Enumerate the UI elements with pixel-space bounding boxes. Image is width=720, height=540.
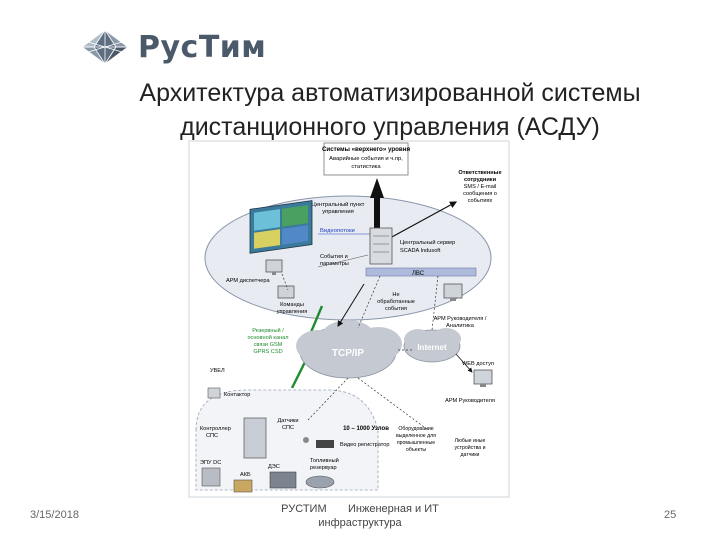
connection-lines bbox=[281, 273, 439, 431]
central-point-line-1: Центральный пункт bbox=[312, 201, 365, 208]
sms-arrow bbox=[389, 201, 458, 239]
footer-date: 3/15/2018 bbox=[30, 509, 79, 521]
web-access-label: WEB доступ bbox=[462, 361, 494, 367]
generator-icon bbox=[269, 471, 297, 489]
internet-label: Internet bbox=[417, 343, 447, 352]
lan-label: ЛВС bbox=[412, 271, 425, 277]
any-other-line-1: Любые иные bbox=[455, 438, 486, 444]
central-point-line-2: управления bbox=[322, 209, 354, 215]
slide-title-line-2: дистанционного управления (АСДУ) bbox=[180, 113, 600, 141]
server-line-1: Центральный сервер bbox=[400, 239, 455, 246]
equipment-line-1: Оборудование bbox=[398, 426, 433, 432]
tcpip-label: TCP/IP bbox=[332, 348, 365, 359]
arm-dispatcher-label: АРМ диспетчера bbox=[226, 278, 270, 284]
epu-icon bbox=[201, 467, 221, 487]
controller-line-2: СПС bbox=[206, 433, 218, 439]
footer-company-line-2: инфраструктура bbox=[318, 517, 402, 529]
arm-head-analytic-line-2: Аналитика bbox=[446, 323, 475, 329]
controller-line-1: Контроллер bbox=[200, 426, 231, 432]
top-level-title: Системы «верхнего» уровня bbox=[322, 146, 411, 153]
contactor-icon bbox=[207, 387, 221, 399]
footer-company-line-1: РУСТИМ Инженерная и ИТ bbox=[281, 503, 439, 515]
up-arrow-icon bbox=[370, 178, 384, 235]
nodes-count-label: 10 – 1000 Узлов bbox=[343, 426, 389, 432]
events-line-1: События и bbox=[320, 254, 348, 260]
unprocessed-line-3: события bbox=[385, 306, 407, 312]
lan-bar bbox=[365, 267, 477, 277]
arm-head-analytic-line-1: АРМ Руководителя / bbox=[434, 316, 487, 322]
server-icon bbox=[369, 227, 393, 265]
gsm-line-3: связи GSM bbox=[254, 342, 283, 348]
any-other-line-2: устройства и bbox=[454, 444, 485, 451]
equipment-line-2: выделенное для bbox=[396, 433, 436, 439]
video-stream-label: Видеопотоки bbox=[320, 228, 355, 234]
analytics-computer-icon bbox=[443, 283, 463, 301]
dispatcher-computer-icon bbox=[265, 259, 283, 275]
logo-diamond-icon bbox=[80, 29, 130, 65]
commands-line-2: управления bbox=[277, 309, 308, 315]
contactor-label: Контактор bbox=[224, 392, 250, 398]
internet-cloud bbox=[403, 328, 461, 363]
events-line-2: параметры bbox=[320, 261, 349, 267]
logo-text: РусТим bbox=[138, 29, 267, 65]
unprocessed-line-2: обработанные bbox=[377, 299, 415, 305]
responsible-line-2: сотрудники bbox=[464, 177, 497, 183]
top-level-line-3: статистика bbox=[351, 164, 381, 170]
page-number: 25 bbox=[664, 509, 677, 521]
des-label: ДЭС bbox=[268, 464, 280, 470]
responsible-line-3: SMS / E-mail bbox=[464, 184, 497, 190]
slide-title: Архитектура автоматизированной системы д… bbox=[60, 76, 720, 144]
responsible-line-1: Ответственные bbox=[458, 170, 501, 176]
gsm-line-1: Резервный / bbox=[252, 327, 284, 334]
controller-cabinet-icon bbox=[243, 417, 267, 459]
akb-label: АКБ bbox=[240, 472, 251, 478]
arm-head-label: АРМ Руководителя bbox=[445, 398, 495, 404]
fuel-line-1: Топливный bbox=[310, 457, 339, 464]
company-logo: РусТим bbox=[80, 28, 266, 66]
video-recorder-icon bbox=[316, 440, 334, 448]
top-level-box bbox=[323, 142, 409, 176]
top-level-line-2: Аварийные события и ч.пр, bbox=[329, 155, 403, 162]
fuel-line-2: резервуар bbox=[310, 465, 337, 471]
node-label: УВЕЛ bbox=[210, 368, 225, 374]
responsible-line-4: сообщения о bbox=[463, 191, 497, 197]
equipment-line-4: объекты bbox=[406, 447, 427, 453]
server-line-2: SCADA Indusoft bbox=[400, 248, 441, 254]
gsm-line-4: GPRS CSD bbox=[253, 349, 282, 355]
slide-title-line-1: Архитектура автоматизированной системы bbox=[139, 79, 641, 107]
epu-label: ЭПУ DC bbox=[200, 460, 221, 466]
any-other-line-3: датчики bbox=[461, 452, 480, 458]
architecture-diagram: Системы «верхнего» уровня Аварийные собы… bbox=[188, 140, 510, 498]
commands-line-1: Команды bbox=[280, 302, 304, 308]
footer-company: РУСТИМ Инженерная и ИТ инфраструктура bbox=[270, 502, 450, 530]
video-recorder-label: Видео регистратор bbox=[340, 442, 389, 448]
head-computer-icon bbox=[473, 369, 493, 387]
sensors-line-1: Датчики bbox=[278, 418, 299, 424]
sensor-icon bbox=[303, 437, 309, 443]
video-wall bbox=[249, 200, 313, 254]
field-devices-region bbox=[195, 389, 379, 491]
gsm-line-2: основной канал bbox=[247, 334, 288, 341]
commands-computer-icon bbox=[277, 285, 295, 299]
equipment-line-3: промышленные bbox=[397, 440, 435, 446]
responsible-staff: Ответственные сотрудники SMS / E-mail со… bbox=[458, 170, 501, 204]
fuel-tank-icon bbox=[305, 475, 335, 489]
unprocessed-line-1: Не bbox=[392, 292, 399, 298]
responsible-line-5: событиях bbox=[468, 198, 493, 204]
battery-icon bbox=[233, 479, 253, 493]
sensors-line-2: СПС bbox=[282, 425, 294, 431]
tcpip-cloud bbox=[296, 320, 402, 379]
